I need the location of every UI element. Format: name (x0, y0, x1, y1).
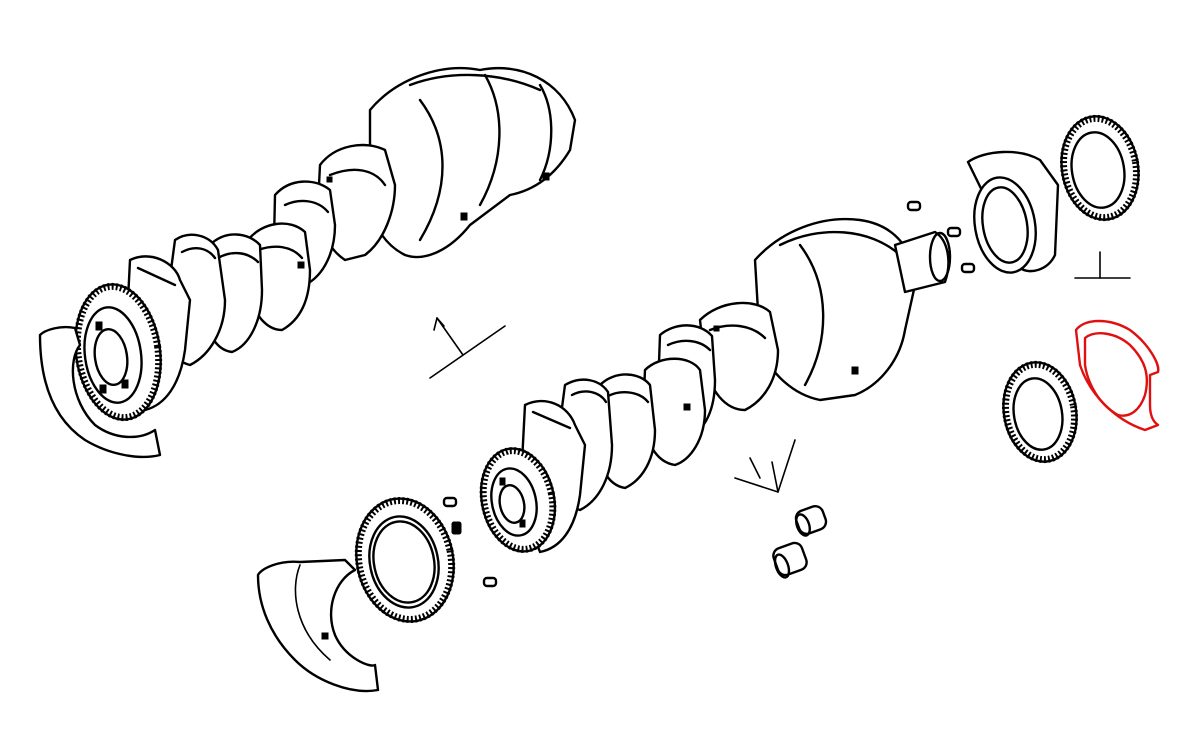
callout-leader-center (734, 439, 796, 493)
callout-leader-left (429, 317, 506, 379)
dowel-pins-rear (906, 200, 976, 274)
dowel-pins-front (442, 496, 498, 588)
rear-gear-ring (1059, 114, 1141, 222)
bushings (772, 504, 828, 579)
thrust-washer-highlighted (1074, 319, 1160, 432)
callout-leader-right (1074, 251, 1131, 279)
rear-gear-ring-lower (1001, 360, 1079, 464)
crankshaft-exploded (479, 218, 952, 554)
front-thrust-washer (256, 558, 380, 693)
rear-flange-ring (966, 150, 1060, 274)
crankshaft-assembled (38, 66, 577, 459)
front-timing-gear (354, 497, 456, 623)
